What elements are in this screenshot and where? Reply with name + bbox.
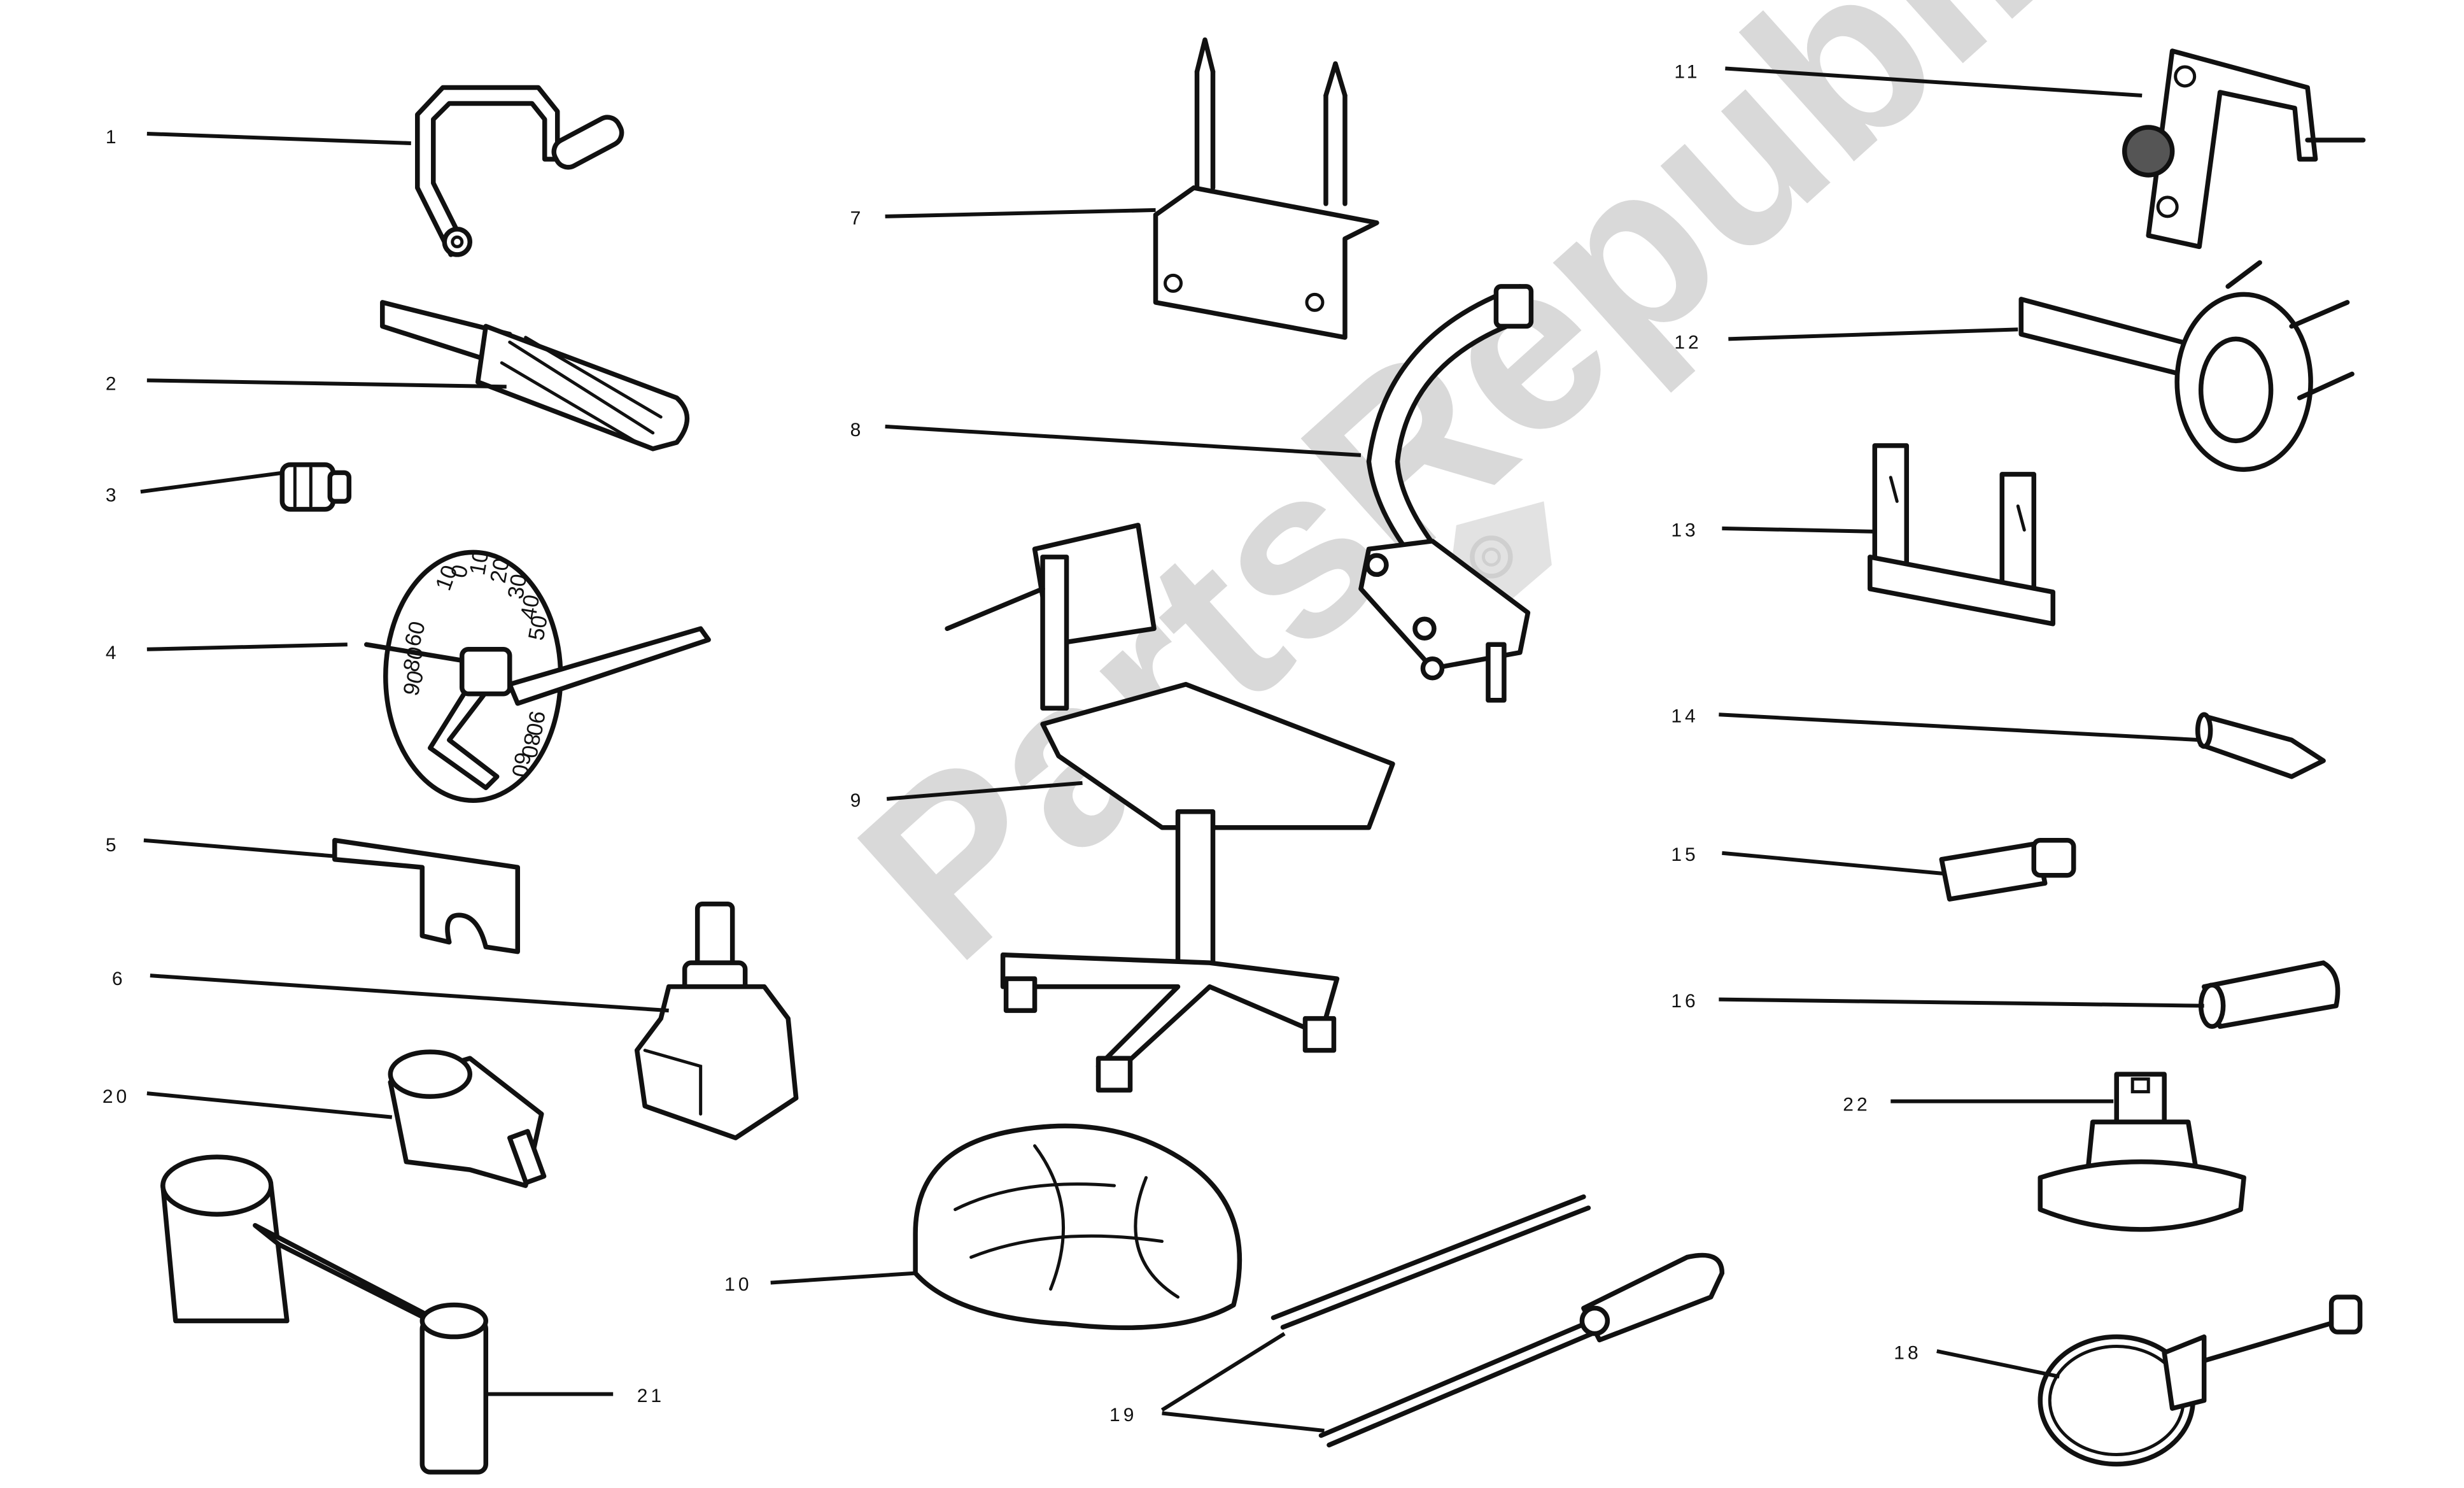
tool-20-socket [388, 1049, 547, 1188]
tool-14-pilot [2195, 712, 2326, 779]
tool-22-suction-base [2038, 1072, 2246, 1232]
svg-text:80: 80 [516, 731, 545, 760]
tool-19-rod-set [1271, 1194, 1725, 1448]
tool-5-fork-plate [332, 837, 520, 954]
callout-13: 13 [1671, 520, 1698, 541]
callout-7: 7 [850, 208, 864, 229]
svg-text:60: 60 [507, 750, 535, 779]
tool-9-engine-stand [945, 523, 1395, 1093]
callout-1: 1 [106, 127, 120, 148]
svg-text:60: 60 [400, 619, 430, 649]
tool-2-knurled-driver [380, 300, 690, 451]
tool-1-crank-wrench [415, 85, 624, 257]
callout-4: 4 [106, 642, 120, 663]
callout-9: 9 [850, 790, 864, 811]
callout-11: 11 [1674, 61, 1700, 82]
svg-text:50: 50 [524, 614, 553, 642]
tool-3-bushing [279, 462, 352, 512]
callout-3: 3 [106, 485, 120, 506]
tool-8-arc-bracket [1358, 284, 1534, 703]
callout-6: 6 [112, 968, 126, 989]
svg-text:40: 40 [516, 593, 544, 621]
callout-21: 21 [637, 1385, 665, 1407]
tool-4-degree-wheel: 10 0 10 20 30 40 50 60 80 90 90 80 60 [364, 548, 711, 803]
callout-16: 16 [1671, 991, 1698, 1012]
callout-18: 18 [1894, 1343, 1921, 1364]
tool-21-lever-sleeve [160, 1154, 488, 1475]
callout-8: 8 [850, 420, 864, 441]
callout-5: 5 [106, 835, 120, 856]
svg-text:80: 80 [398, 644, 429, 675]
svg-text:90: 90 [521, 709, 550, 737]
callout-14: 14 [1671, 706, 1698, 727]
callout-2: 2 [106, 373, 120, 394]
svg-text:90: 90 [398, 668, 429, 698]
dial-scale: 10 0 10 20 30 40 50 60 80 90 90 80 60 [398, 548, 553, 779]
tool-13-u-gauge [1868, 443, 2055, 627]
knurl-pattern [500, 336, 663, 444]
tool-16-knurled-handle [2198, 960, 2341, 1029]
tool-12-ring-gauge [2018, 260, 2355, 472]
callout-12: 12 [1674, 332, 1701, 353]
callout-19: 19 [1109, 1405, 1137, 1426]
tool-7-pin-plate [1153, 37, 1379, 340]
tool-10-engine-cover [913, 1123, 1243, 1331]
tool-15-knurled-plug [1939, 837, 2076, 902]
svg-text:10: 10 [465, 548, 493, 577]
svg-text:30: 30 [503, 572, 532, 601]
callout-15: 15 [1671, 844, 1698, 865]
svg-text:20: 20 [486, 556, 514, 585]
tool-11-timing-bracket [2122, 48, 2366, 250]
callout-labels: 1 2 3 4 5 6 20 21 7 8 9 10 19 11 12 13 1… [102, 61, 1921, 1426]
callout-20: 20 [102, 1086, 130, 1107]
leader-lines [140, 66, 2204, 1433]
callout-22: 22 [1843, 1095, 1870, 1116]
tool-6-holding-tool [634, 901, 799, 1140]
tool-18-strap-wrench [2038, 1294, 2363, 1467]
callout-10: 10 [724, 1274, 752, 1295]
